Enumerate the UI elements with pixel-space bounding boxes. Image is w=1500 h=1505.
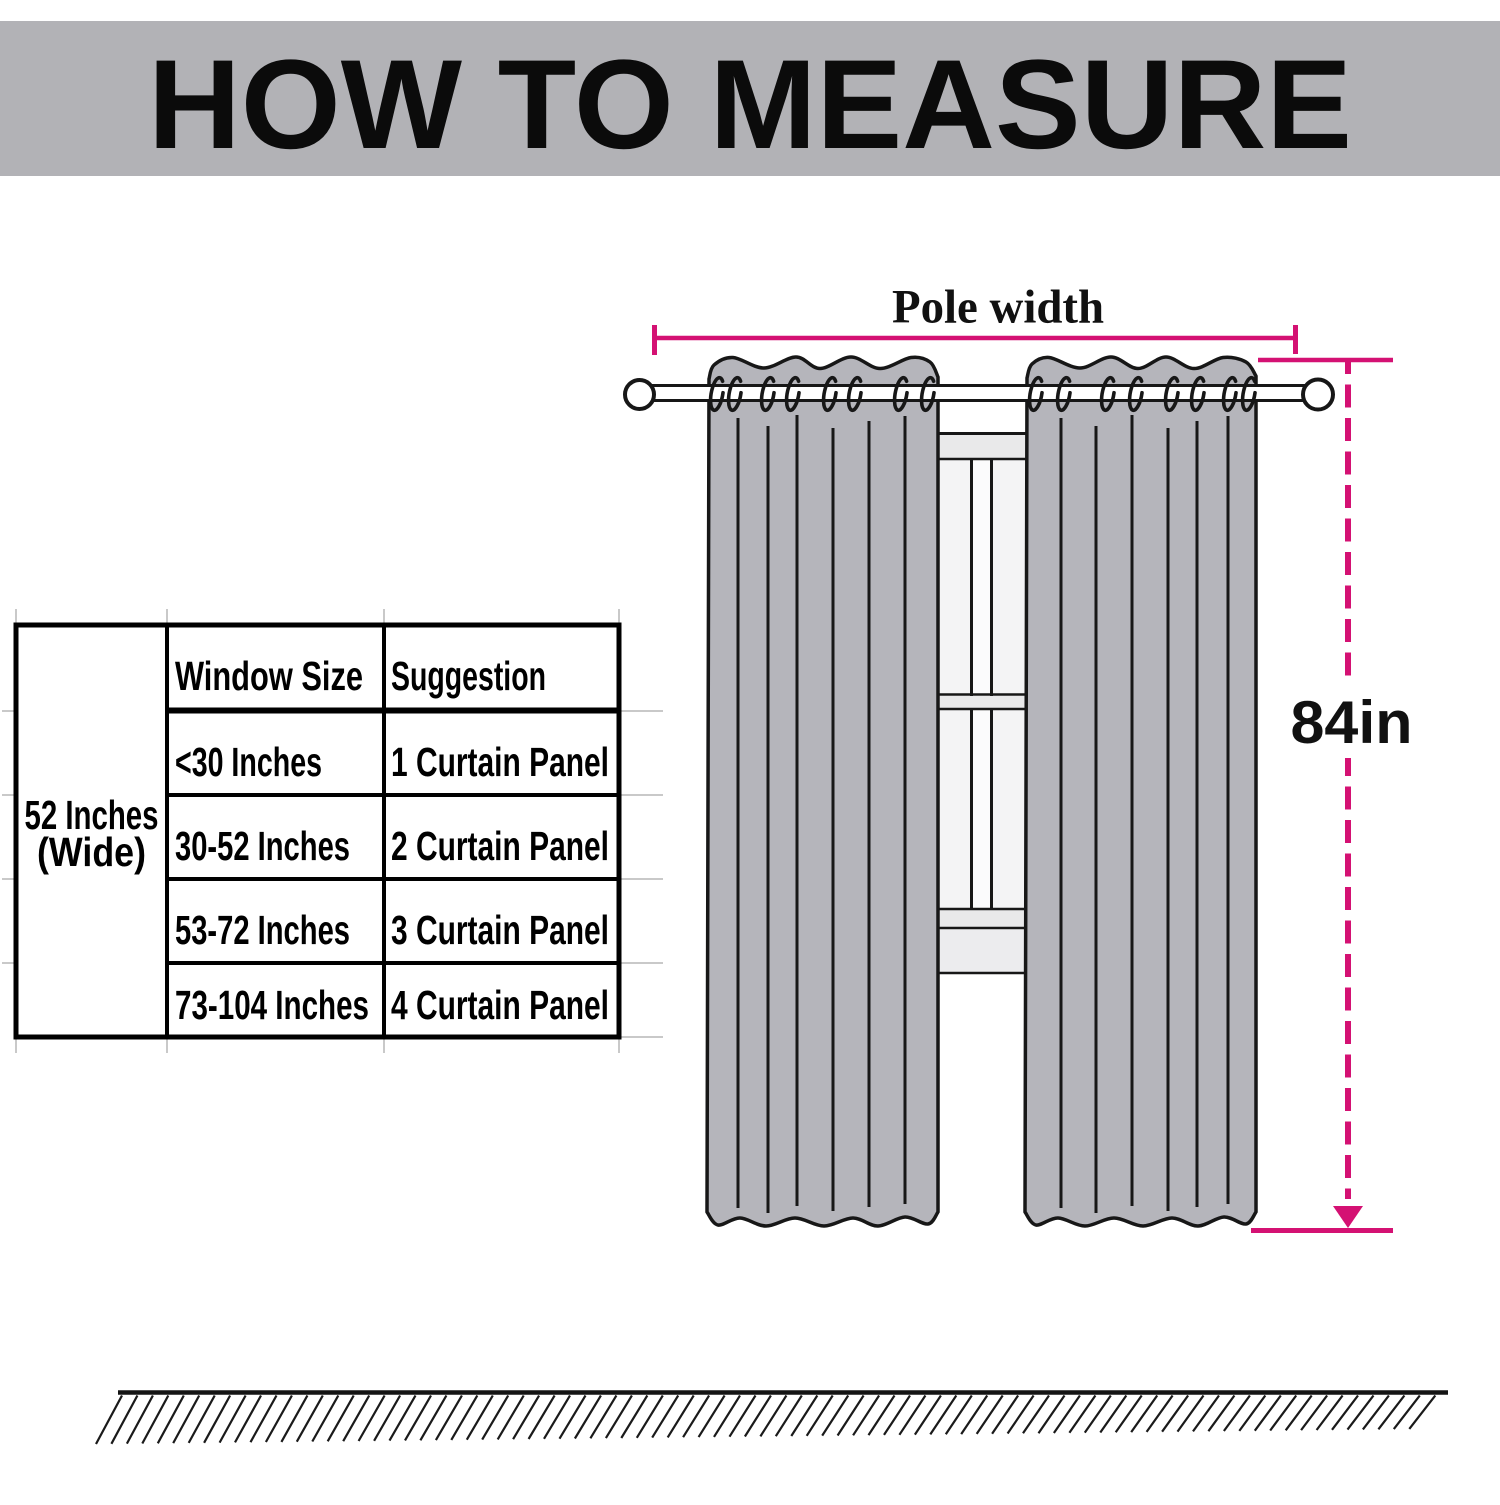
svg-text:(Wide): (Wide) bbox=[37, 829, 146, 875]
svg-text:<30 Inches: <30 Inches bbox=[175, 739, 322, 785]
svg-text:73-104 Inches: 73-104 Inches bbox=[175, 982, 369, 1028]
svg-text:Pole width: Pole width bbox=[892, 281, 1104, 334]
svg-text:2 Curtain Panel: 2 Curtain Panel bbox=[391, 823, 609, 869]
svg-text:1 Curtain Panel: 1 Curtain Panel bbox=[391, 739, 609, 785]
svg-text:53-72 Inches: 53-72 Inches bbox=[175, 907, 350, 953]
svg-text:3 Curtain Panel: 3 Curtain Panel bbox=[391, 907, 609, 953]
svg-text:Suggestion: Suggestion bbox=[391, 653, 546, 699]
svg-text:84in: 84in bbox=[1291, 689, 1413, 756]
svg-text:4 Curtain Panel: 4 Curtain Panel bbox=[391, 982, 609, 1028]
svg-text:30-52 Inches: 30-52 Inches bbox=[175, 823, 350, 869]
svg-text:HOW TO MEASURE: HOW TO MEASURE bbox=[148, 33, 1352, 175]
svg-text:Window Size: Window Size bbox=[175, 653, 363, 699]
svg-text:52 Inches: 52 Inches bbox=[25, 792, 159, 838]
